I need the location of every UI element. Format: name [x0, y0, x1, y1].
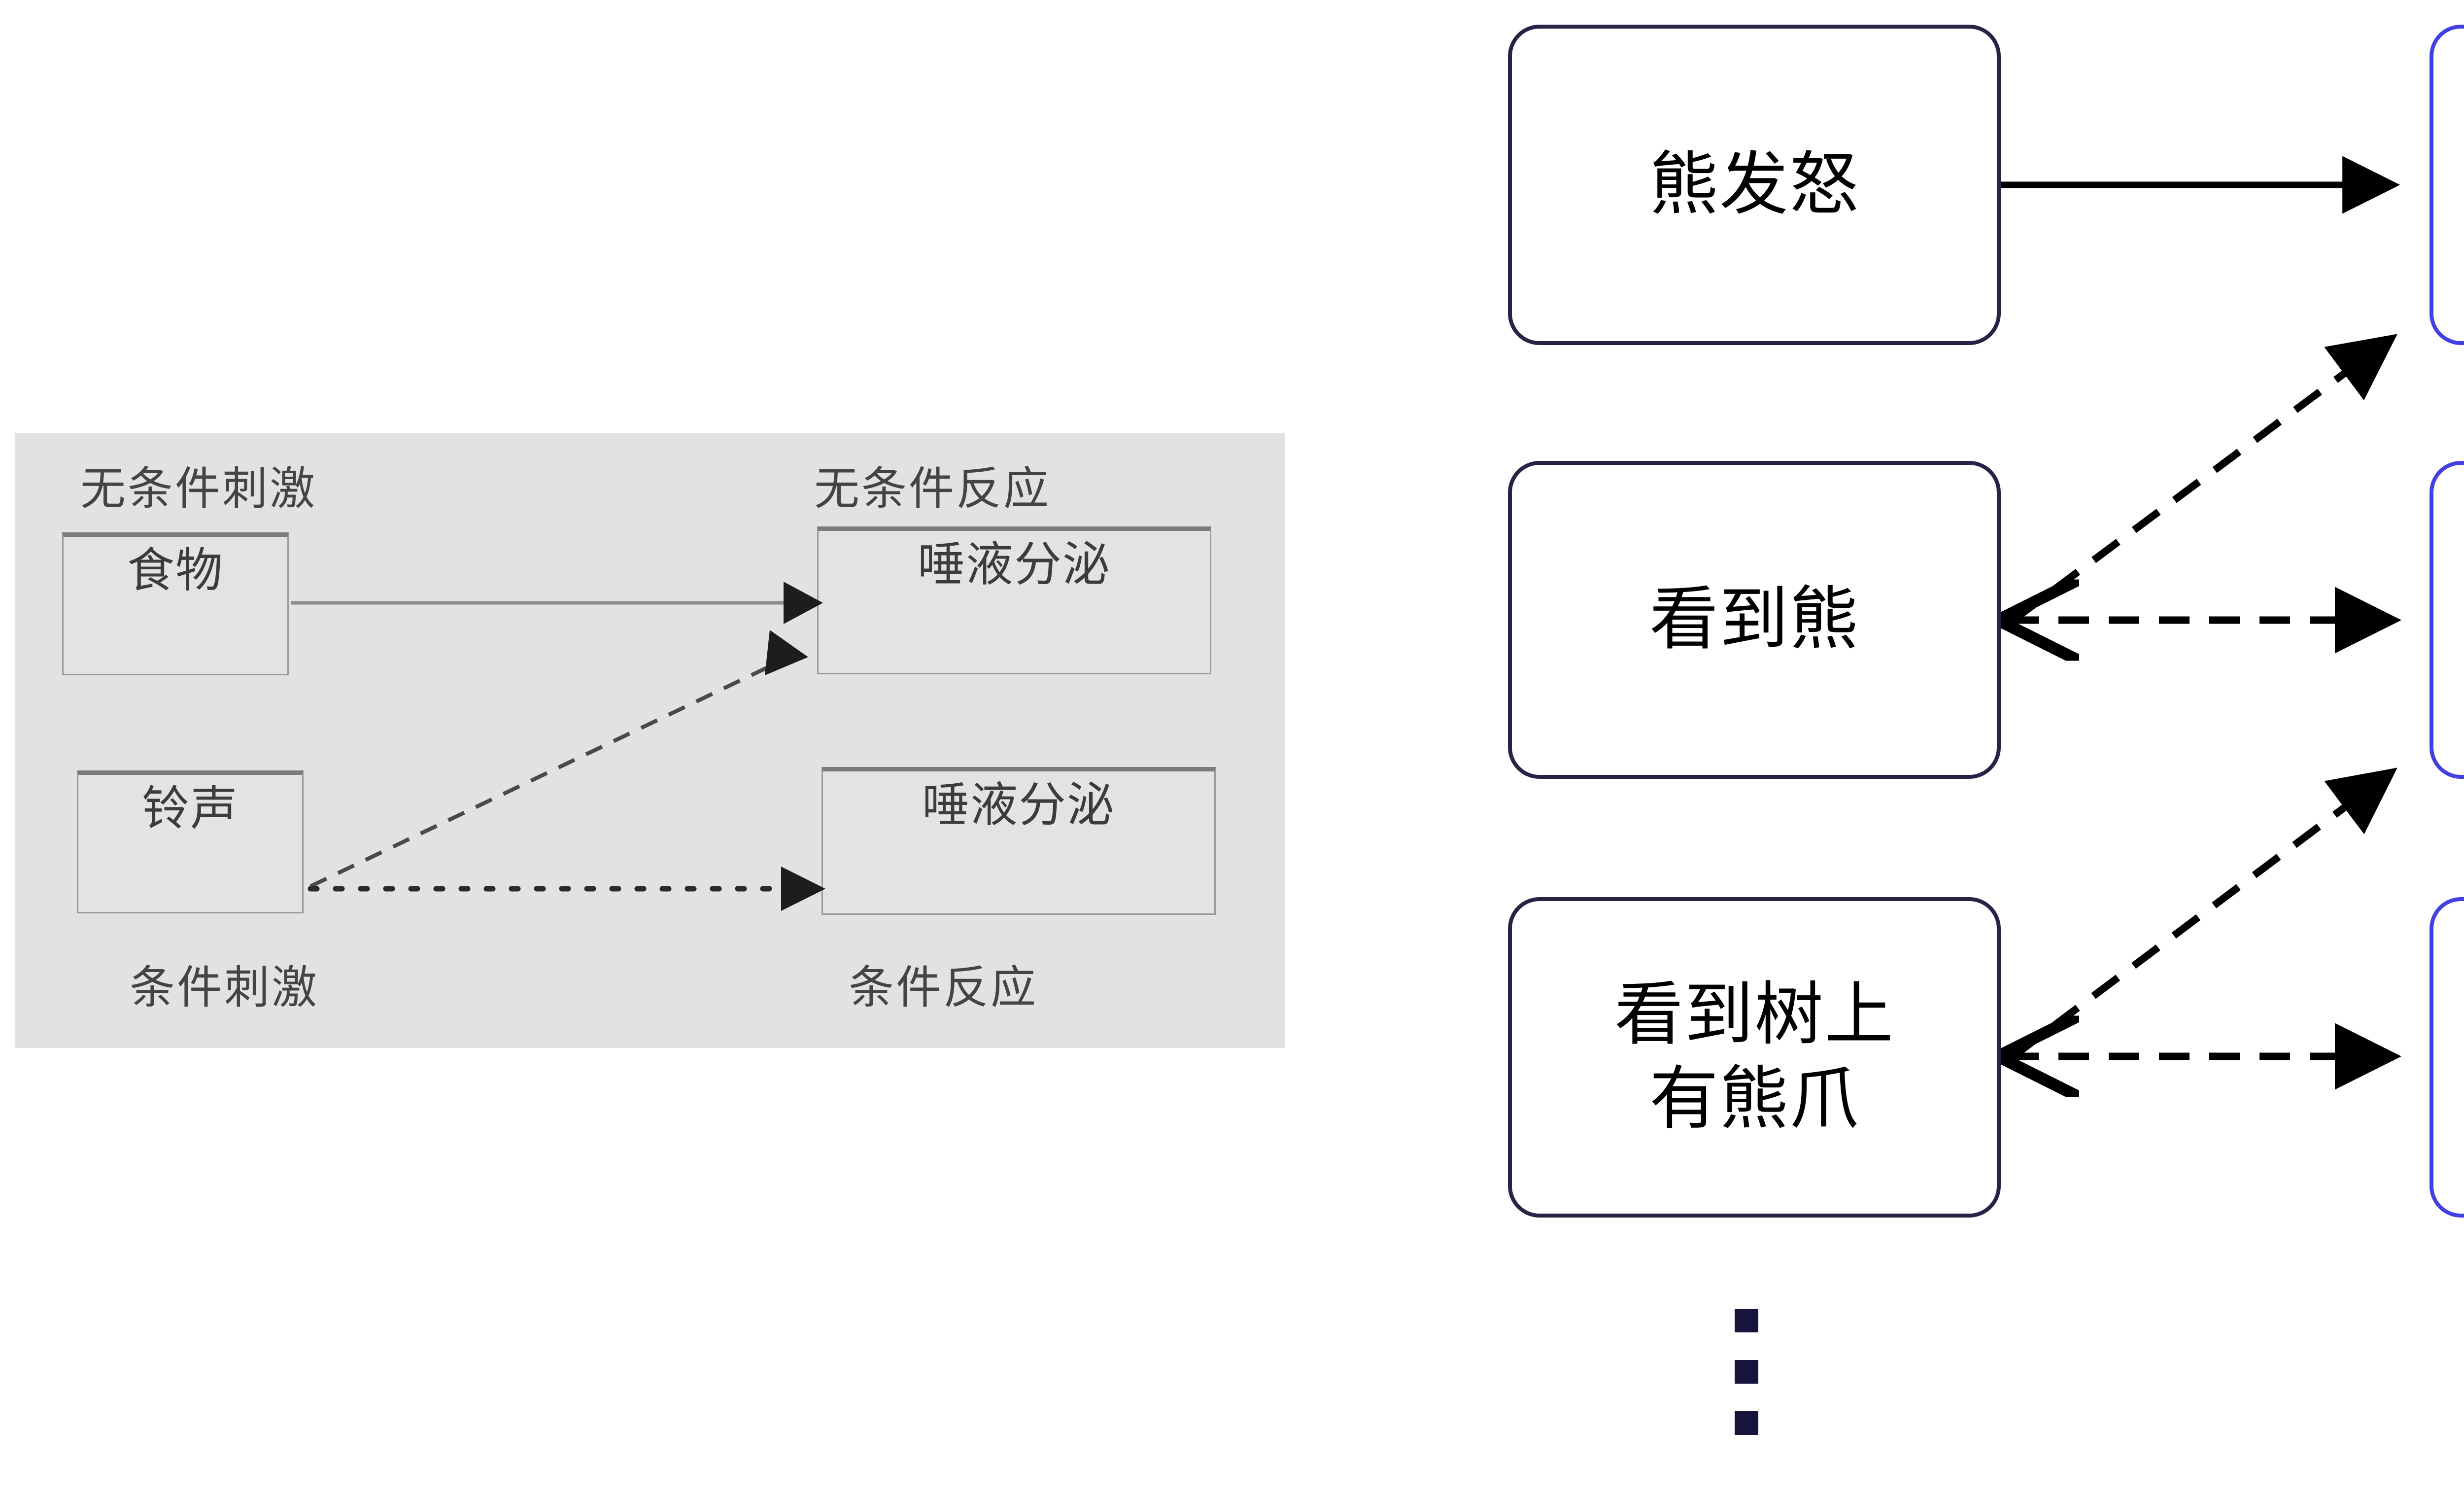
edge-bell-to-lower-salivation-arrowhead	[781, 867, 825, 911]
box-salivation-unconditioned-label: 唾液分泌	[918, 537, 1111, 592]
caption-conditioned-response: 条件反应	[849, 961, 1038, 1014]
node-value-s[interactable]: V(s)	[2430, 897, 2464, 1218]
edge-see-bear-to-reward	[2011, 334, 2397, 624]
box-food: 食物	[62, 532, 289, 675]
node-reward[interactable]: 奖励	[2430, 25, 2464, 345]
edge-bell-to-upper-salivation-arrowhead	[765, 630, 808, 675]
box-salivation-conditioned: 唾液分泌	[821, 767, 1216, 915]
ellipsis-left-dot-3	[1735, 1411, 1758, 1435]
node-bear-angry-label: 熊发怒	[1649, 144, 1859, 225]
ellipsis-left-dot-1	[1735, 1309, 1758, 1332]
node-see-bear[interactable]: 看到熊	[1508, 461, 2001, 779]
ellipsis-left-column	[1735, 1309, 1758, 1435]
node-bear-angry[interactable]: 熊发怒	[1508, 25, 2001, 345]
box-food-label: 食物	[127, 543, 224, 598]
box-salivation-unconditioned: 唾液分泌	[817, 526, 1211, 674]
node-see-bear-label: 看到熊	[1649, 579, 1859, 660]
node-see-paw-on-tree[interactable]: 看到树上 有熊爪	[1508, 897, 2001, 1218]
caption-unconditioned-stimulus: 无条件刺激	[80, 462, 317, 515]
edge-see-paw-to-vsprime	[2011, 767, 2397, 1059]
node-see-paw-on-tree-label: 看到树上 有熊爪	[1614, 975, 1894, 1139]
box-bell: 铃声	[77, 770, 304, 913]
ellipsis-left-dot-2	[1735, 1360, 1758, 1384]
left-diagram-edges	[291, 582, 825, 911]
box-salivation-conditioned-label: 唾液分泌	[922, 777, 1115, 833]
classical-conditioning-panel: 无条件刺激 无条件反应 条件刺激 条件反应 食物 铃声 唾液分泌 唾液分泌	[15, 433, 1285, 1048]
td-diagram-edges	[1429, 156, 2464, 1499]
caption-conditioned-stimulus: 条件刺激	[130, 961, 319, 1014]
node-value-s-prime[interactable]: V(s′)	[2430, 461, 2464, 779]
caption-unconditioned-response: 无条件反应	[814, 462, 1051, 515]
edge-bell-to-upper-salivation	[309, 662, 775, 888]
td-learning-panel: 熊发怒 看到熊 看到树上 有熊爪 奖励 V(s′) V(s)	[1429, 0, 2464, 1499]
box-bell-label: 铃声	[142, 781, 239, 836]
edge-food-to-salivation-arrowhead	[784, 582, 823, 624]
